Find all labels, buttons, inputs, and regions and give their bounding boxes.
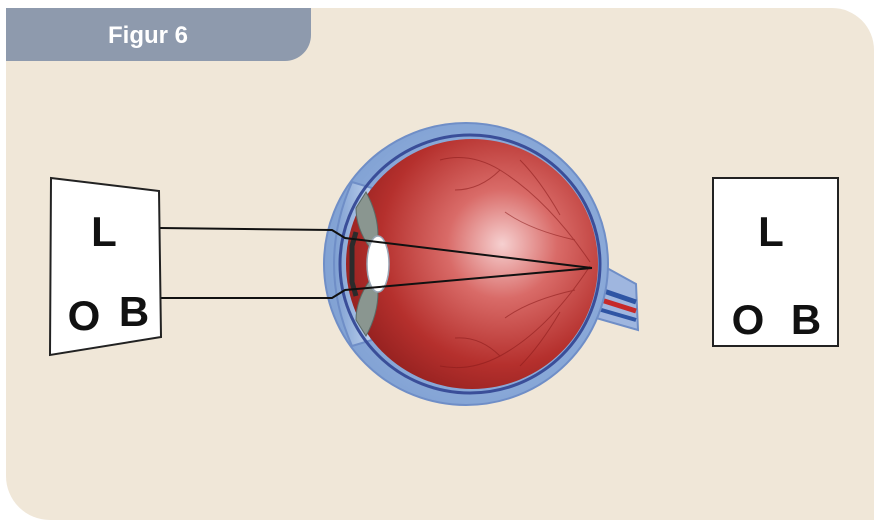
object-letter-l: L [91,208,117,255]
image-letter-b: B [791,296,821,343]
object-letter-b: B [119,288,149,335]
object-letter-o: O [68,292,101,339]
image-card: L O B [713,178,838,346]
image-letter-l: L [758,208,784,255]
object-card: L O B [50,178,161,355]
image-letter-o: O [732,296,765,343]
lens [367,236,389,292]
